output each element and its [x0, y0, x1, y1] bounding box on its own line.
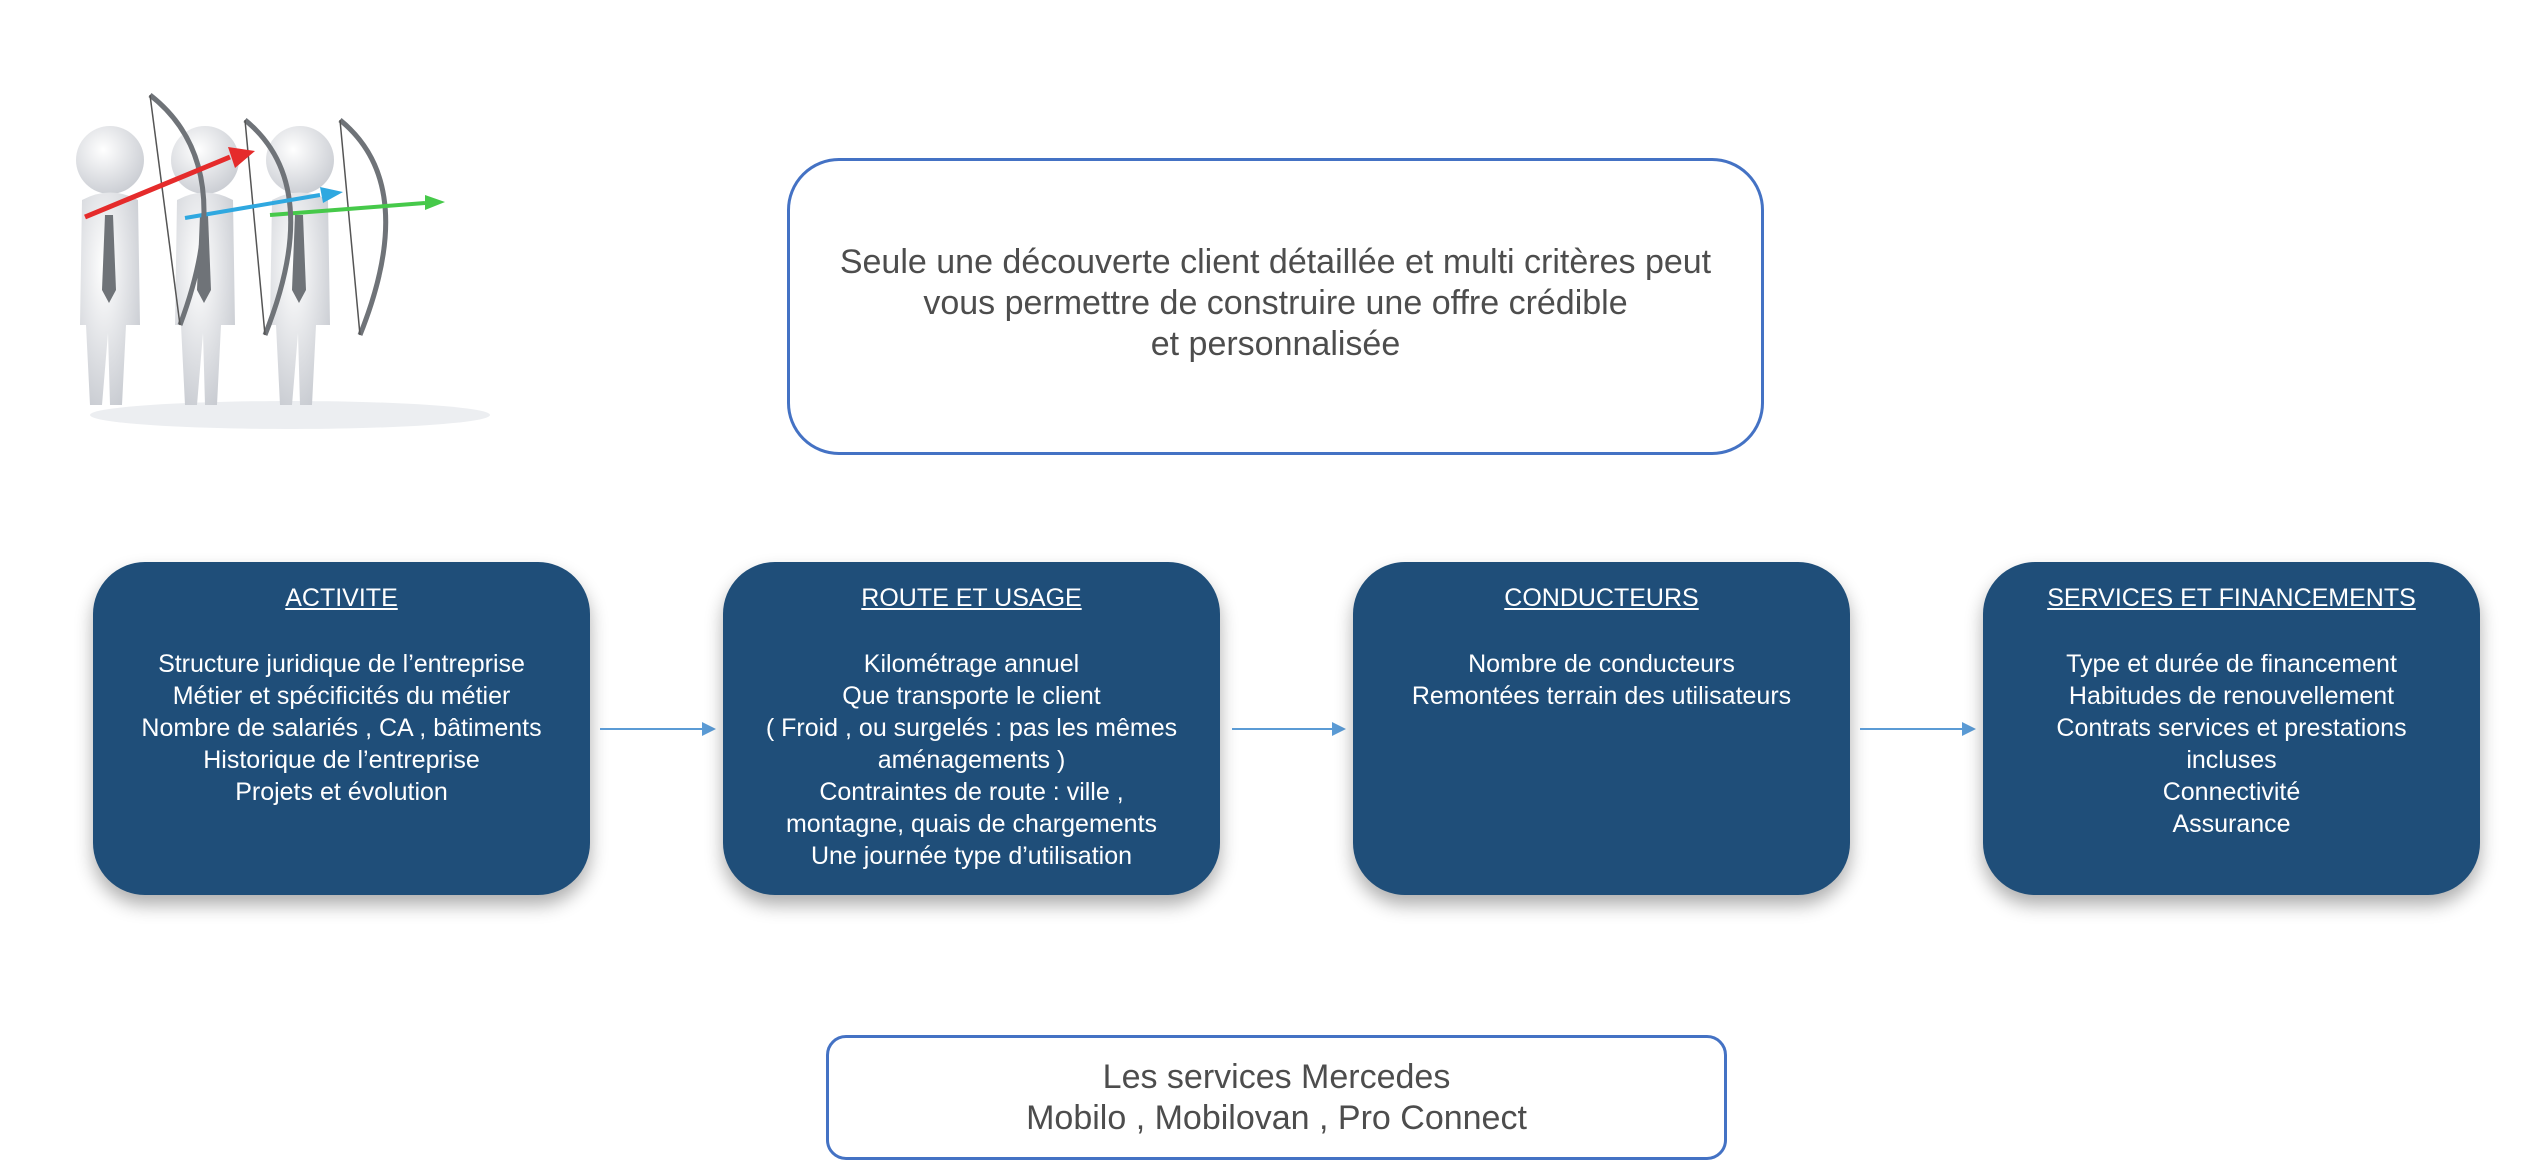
- card-line: Contrats services et prestations: [2001, 712, 2462, 744]
- card-line: Type et durée de financement: [2001, 648, 2462, 680]
- card-line: Assurance: [2001, 808, 2462, 840]
- card-body: Nombre de conducteurs Remontées terrain …: [1371, 648, 1832, 712]
- card-line: Nombre de conducteurs: [1371, 648, 1832, 680]
- card-body: Type et durée de financement Habitudes d…: [2001, 648, 2462, 840]
- arrow-right-icon: [1860, 717, 1978, 741]
- card-line: Une journée type d’utilisation: [741, 840, 1202, 872]
- card-line: Remontées terrain des utilisateurs: [1371, 680, 1832, 712]
- card-line: Connectivité: [2001, 776, 2462, 808]
- card-line: aménagements ): [741, 744, 1202, 776]
- card-line: Kilométrage annuel: [741, 648, 1202, 680]
- headline-text: Seule une découverte client détaillée et…: [840, 242, 1711, 365]
- card-body: Kilométrage annuel Que transporte le cli…: [741, 648, 1202, 872]
- headline-line: et personnalisée: [840, 324, 1711, 365]
- headline-line: vous permettre de construire une offre c…: [840, 283, 1711, 324]
- card-line: Historique de l’entreprise: [111, 744, 572, 776]
- card-line: ( Froid , ou surgelés : pas les mêmes: [741, 712, 1202, 744]
- card-body: Structure juridique de l’entreprise Méti…: [111, 648, 572, 808]
- conducteurs-card: CONDUCTEURS Nombre de conducteurs Remont…: [1353, 562, 1850, 895]
- headline-box: Seule une découverte client détaillée et…: [787, 158, 1764, 455]
- card-title: ACTIVITE: [93, 584, 590, 613]
- arrow-right-icon: [600, 717, 718, 741]
- footer-line: Les services Mercedes: [1026, 1057, 1527, 1098]
- footer-text: Les services Mercedes Mobilo , Mobilovan…: [1026, 1057, 1527, 1139]
- card-line: Contraintes de route : ville ,: [741, 776, 1202, 808]
- activite-card: ACTIVITE Structure juridique de l’entrep…: [93, 562, 590, 895]
- services-et-financements-card: SERVICES ET FINANCEMENTS Type et durée d…: [1983, 562, 2480, 895]
- route-et-usage-card: ROUTE ET USAGE Kilométrage annuel Que tr…: [723, 562, 1220, 895]
- archers-illustration: [60, 75, 500, 455]
- card-line: Nombre de salariés , CA , bâtiments: [111, 712, 572, 744]
- card-line: montagne, quais de chargements: [741, 808, 1202, 840]
- footer-line: Mobilo , Mobilovan , Pro Connect: [1026, 1098, 1527, 1139]
- footer-box: Les services Mercedes Mobilo , Mobilovan…: [826, 1035, 1727, 1160]
- card-title: ROUTE ET USAGE: [723, 584, 1220, 613]
- card-line: Projets et évolution: [111, 776, 572, 808]
- card-title: SERVICES ET FINANCEMENTS: [1983, 584, 2480, 613]
- card-line: Que transporte le client: [741, 680, 1202, 712]
- card-line: Structure juridique de l’entreprise: [111, 648, 572, 680]
- card-line: Habitudes de renouvellement: [2001, 680, 2462, 712]
- archer-figure-back: [266, 120, 445, 405]
- card-line: incluses: [2001, 744, 2462, 776]
- card-title: CONDUCTEURS: [1353, 584, 1850, 613]
- card-line: Métier et spécificités du métier: [111, 680, 572, 712]
- arrow-right-icon: [1232, 717, 1348, 741]
- headline-line: Seule une découverte client détaillée et…: [840, 242, 1711, 283]
